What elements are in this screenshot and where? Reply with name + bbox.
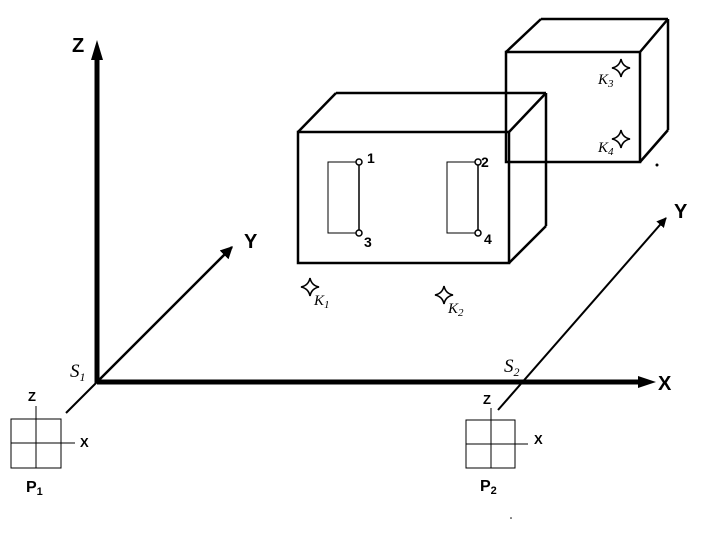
point-2-marker [474, 158, 482, 166]
s2-label: S2 [504, 356, 520, 379]
k1-star-icon [300, 277, 320, 297]
point-2-label: 2 [481, 154, 489, 170]
y-axis-s1 [96, 246, 233, 383]
s1-label: S1 [70, 361, 86, 384]
z-axis-arrowhead [91, 40, 103, 60]
x-axis-arrowhead [638, 376, 656, 388]
panel-p2-label: P2 [480, 478, 497, 497]
point-3-marker [355, 229, 363, 237]
k4-star-icon [611, 129, 631, 149]
stray-dot [510, 517, 512, 519]
y-axis-s2-label: Y [674, 201, 688, 223]
point-3-label: 3 [364, 234, 372, 250]
k3-label: K3 [597, 72, 614, 90]
z-axis-label: Z [72, 35, 84, 57]
panel-p1-x-label: X [80, 435, 89, 450]
point-1-label: 1 [367, 150, 375, 166]
panel-p1-grid [10, 406, 75, 469]
k3-star-icon [611, 58, 631, 78]
back-box-dot [655, 163, 659, 167]
front-box [296, 91, 548, 265]
panel-p1-label: P1 [26, 479, 43, 498]
point-4-label: 4 [484, 231, 492, 247]
back-box [504, 17, 670, 164]
k4-label: K4 [597, 140, 614, 158]
panel-p2-grid [465, 408, 528, 469]
panel-p2-z-label: Z [483, 392, 491, 407]
bracket-1-3 [327, 161, 360, 234]
y-axis-s2 [497, 217, 667, 411]
point-1-marker [355, 158, 363, 166]
point-4-marker [474, 229, 482, 237]
bracket-2-4 [446, 161, 479, 234]
p1-link-line [65, 381, 98, 414]
k2-label: K2 [447, 301, 464, 319]
panel-p2-x-label: X [534, 432, 543, 447]
k1-label: K1 [313, 293, 330, 311]
k2-star-icon [434, 285, 454, 305]
y-axis-s1-label: Y [244, 231, 258, 253]
x-axis-label: X [658, 373, 672, 395]
panel-p1-z-label: Z [28, 389, 36, 404]
